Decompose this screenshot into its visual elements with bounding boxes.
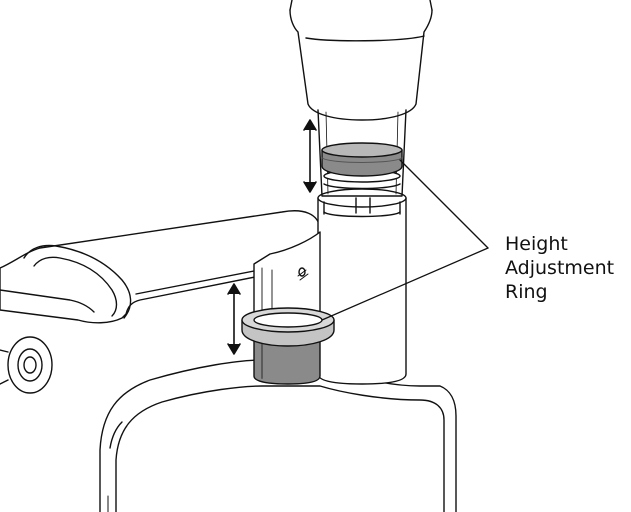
knob-icon bbox=[0, 336, 53, 394]
upper-adjustment-ring bbox=[321, 142, 403, 177]
callout-leader-lines bbox=[321, 159, 489, 321]
center-column bbox=[317, 188, 407, 385]
callout-line-1: Height bbox=[505, 233, 568, 255]
callout-line-2: Adjustment bbox=[505, 257, 615, 279]
callout-label: Height Adjustment Ring bbox=[505, 232, 629, 304]
double-arrow-vertical-icon bbox=[303, 119, 317, 193]
callout-line-3: Ring bbox=[505, 281, 548, 303]
double-arrow-vertical-icon bbox=[227, 283, 241, 355]
lower-adjustment-ring bbox=[241, 307, 335, 385]
